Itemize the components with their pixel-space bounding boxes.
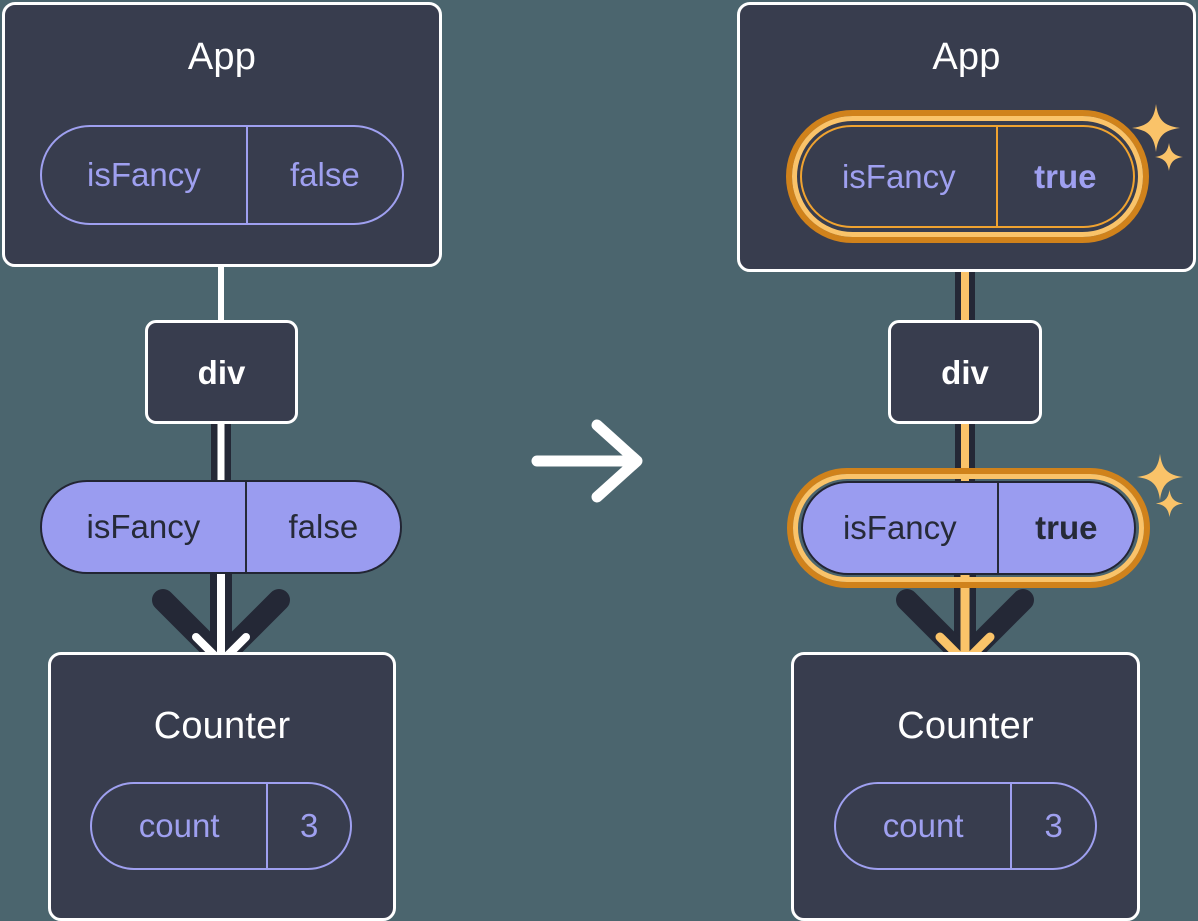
app-state-pill-name-after: isFancy <box>841 157 956 195</box>
div-node-label: div <box>197 353 246 391</box>
app-state-pill-value-before: false <box>245 127 402 223</box>
prop-pill-after: isFancy true <box>801 481 1136 575</box>
app-state-pill-name-before: isFancy <box>87 156 201 193</box>
prop-pill-value-before: false <box>244 482 400 572</box>
app-state-pill-before: isFancy false <box>40 125 404 225</box>
sparkle-small-icon-app <box>1155 143 1183 171</box>
prop-pill-value-after: true <box>996 483 1134 573</box>
arrow-pill-to-counter-left-overlay <box>192 566 250 666</box>
prop-pill-before: isFancy false <box>40 480 402 574</box>
div-node-after: div <box>888 320 1042 424</box>
div-node-before: div <box>145 320 298 424</box>
counter-state-pill-after: count 3 <box>834 782 1097 870</box>
prop-pill-name-after: isFancy <box>842 509 957 546</box>
counter-state-pill-name-after: count <box>882 807 964 844</box>
counter-box-title: Counter <box>153 705 291 747</box>
arrow-right-icon <box>531 419 643 503</box>
counter-state-pill-before: count 3 <box>90 782 352 870</box>
highlight-ring-outer-prop-after <box>787 468 1150 588</box>
prop-pill-name-before: isFancy <box>86 508 201 545</box>
sparkle-large-icon-prop <box>1136 453 1184 501</box>
app-box-title-after: App <box>932 36 1001 78</box>
counter-state-pill-value-after: 3 <box>1010 784 1095 868</box>
counter-state-pill-name-before: count <box>138 807 220 844</box>
highlight-ring-inner-app-after <box>792 116 1143 237</box>
counter-box-before: Counter <box>48 652 396 921</box>
app-state-pill-value-after: true <box>995 127 1133 226</box>
sparkle-large-icon-app <box>1132 104 1180 152</box>
counter-box-title-after: Counter <box>897 705 1034 747</box>
app-box-title: App <box>187 36 257 78</box>
highlight-ring-inner-prop-after <box>793 474 1144 582</box>
counter-state-pill-value-before: 3 <box>266 784 350 868</box>
highlight-ring-outer-app-after <box>786 110 1149 243</box>
app-state-pill-after: isFancy true <box>800 125 1135 228</box>
div-node-label-after: div <box>941 353 989 391</box>
sparkle-small-icon-prop <box>1155 489 1184 518</box>
